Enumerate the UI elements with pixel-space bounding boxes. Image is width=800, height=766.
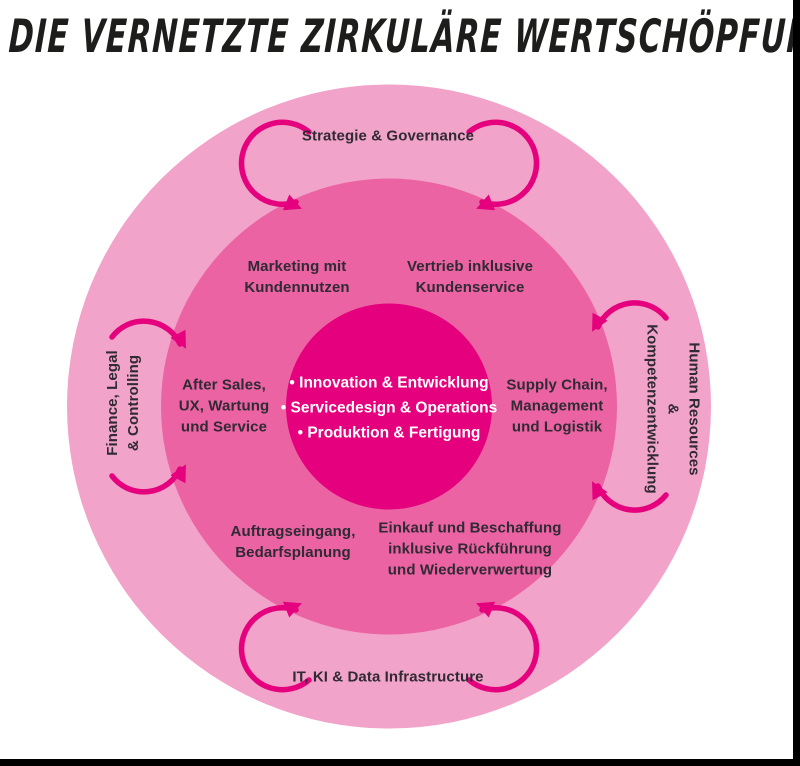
curved-arrow-bottom-right-icon — [466, 601, 540, 693]
label-auftragseingang: Auftragseingang, Bedarfsplanung — [230, 523, 356, 561]
curved-arrow-top-left-icon — [238, 119, 312, 211]
label-vertrieb: Vertrieb inklusive Kundenservice — [406, 258, 534, 296]
core-items: • Innovation & Entwicklung • Servicedesi… — [281, 369, 497, 448]
curved-arrow-right-bottom-icon — [592, 481, 669, 513]
core-item-servicedesign: • Servicedesign & Operations — [280, 399, 498, 417]
label-supply-chain: Supply Chain, Management und Logistik — [506, 376, 608, 436]
core-item-innovation: • Innovation & Entwicklung — [289, 374, 489, 392]
label-finance-legal-controlling: Finance, Legal & Controlling — [104, 350, 142, 456]
label-marketing: Marketing mit Kundennutzen — [244, 258, 350, 296]
label-after-sales: After Sales, UX, Wartung und Service — [178, 376, 270, 436]
curved-arrow-bottom-left-icon — [238, 601, 312, 693]
curved-arrow-top-right-icon — [466, 119, 540, 211]
curved-arrow-left-bottom-icon — [109, 464, 186, 495]
label-it-ki-data-infrastructure: IT, KI & Data Infrastructure — [292, 668, 484, 686]
label-strategie-governance: Strategie & Governance — [301, 127, 475, 145]
curved-arrow-right-top-icon — [592, 300, 669, 332]
curved-arrow-left-top-icon — [109, 318, 186, 349]
core-item-produktion: • Produktion & Fertigung — [297, 424, 481, 442]
core-circle — [286, 303, 492, 510]
label-human-resources: Human Resources & Kompetenzentwicklung — [643, 324, 703, 494]
label-einkauf-beschaffung: Einkauf und Beschaffung inklusive Rückfü… — [378, 519, 562, 579]
